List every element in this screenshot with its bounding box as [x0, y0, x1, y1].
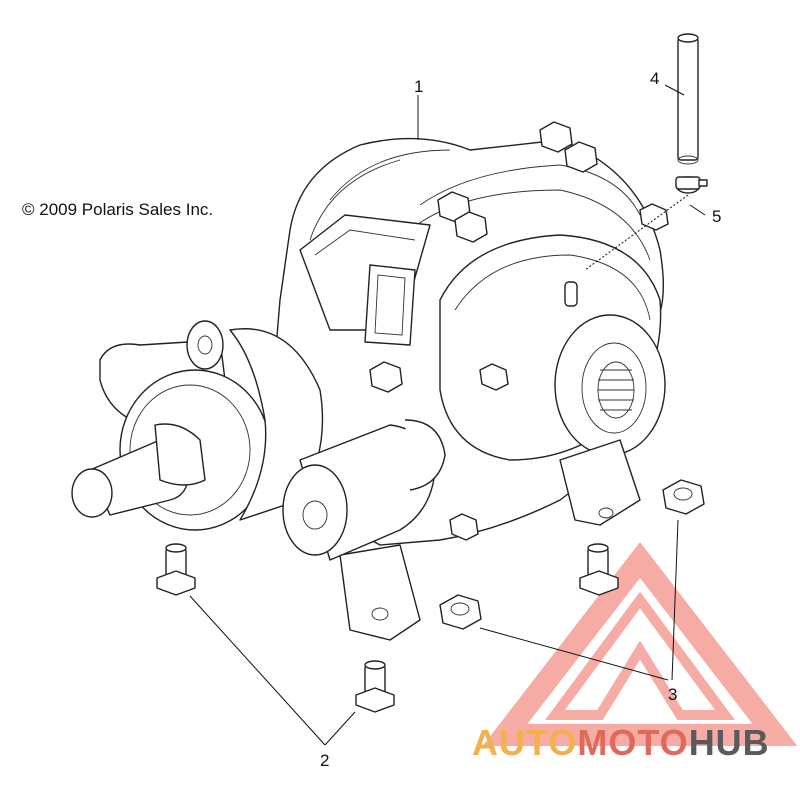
actuator-motor — [282, 419, 446, 561]
watermark-triangle-logo — [482, 541, 798, 746]
part-3-nut-a — [439, 594, 482, 630]
leader-lines — [189, 84, 706, 746]
watermark-text: AUTOMOTOHUB — [472, 722, 770, 764]
watermark-part-hub: HUB — [688, 722, 770, 763]
copyright-notice: © 2009 Polaris Sales Inc. — [22, 200, 214, 219]
callout-3: 3 — [668, 685, 677, 704]
part-4-vent-tube — [677, 33, 699, 165]
input-shaft-assembly — [71, 320, 324, 531]
callout-4: 4 — [650, 69, 659, 88]
watermark-part-moto: MOTO — [577, 722, 689, 763]
watermark-part-auto: AUTO — [472, 722, 578, 763]
callout-1: 1 — [414, 77, 423, 96]
callout-5: 5 — [712, 207, 721, 226]
part-3-nut-b — [662, 479, 705, 515]
housing-bolts — [369, 121, 669, 541]
callout-2: 2 — [320, 751, 329, 770]
part-2-bolt-b — [355, 660, 395, 713]
part-2-bolt-a — [156, 543, 196, 596]
part-2-bolt-c — [579, 543, 619, 596]
part-5-clamp — [675, 176, 708, 194]
